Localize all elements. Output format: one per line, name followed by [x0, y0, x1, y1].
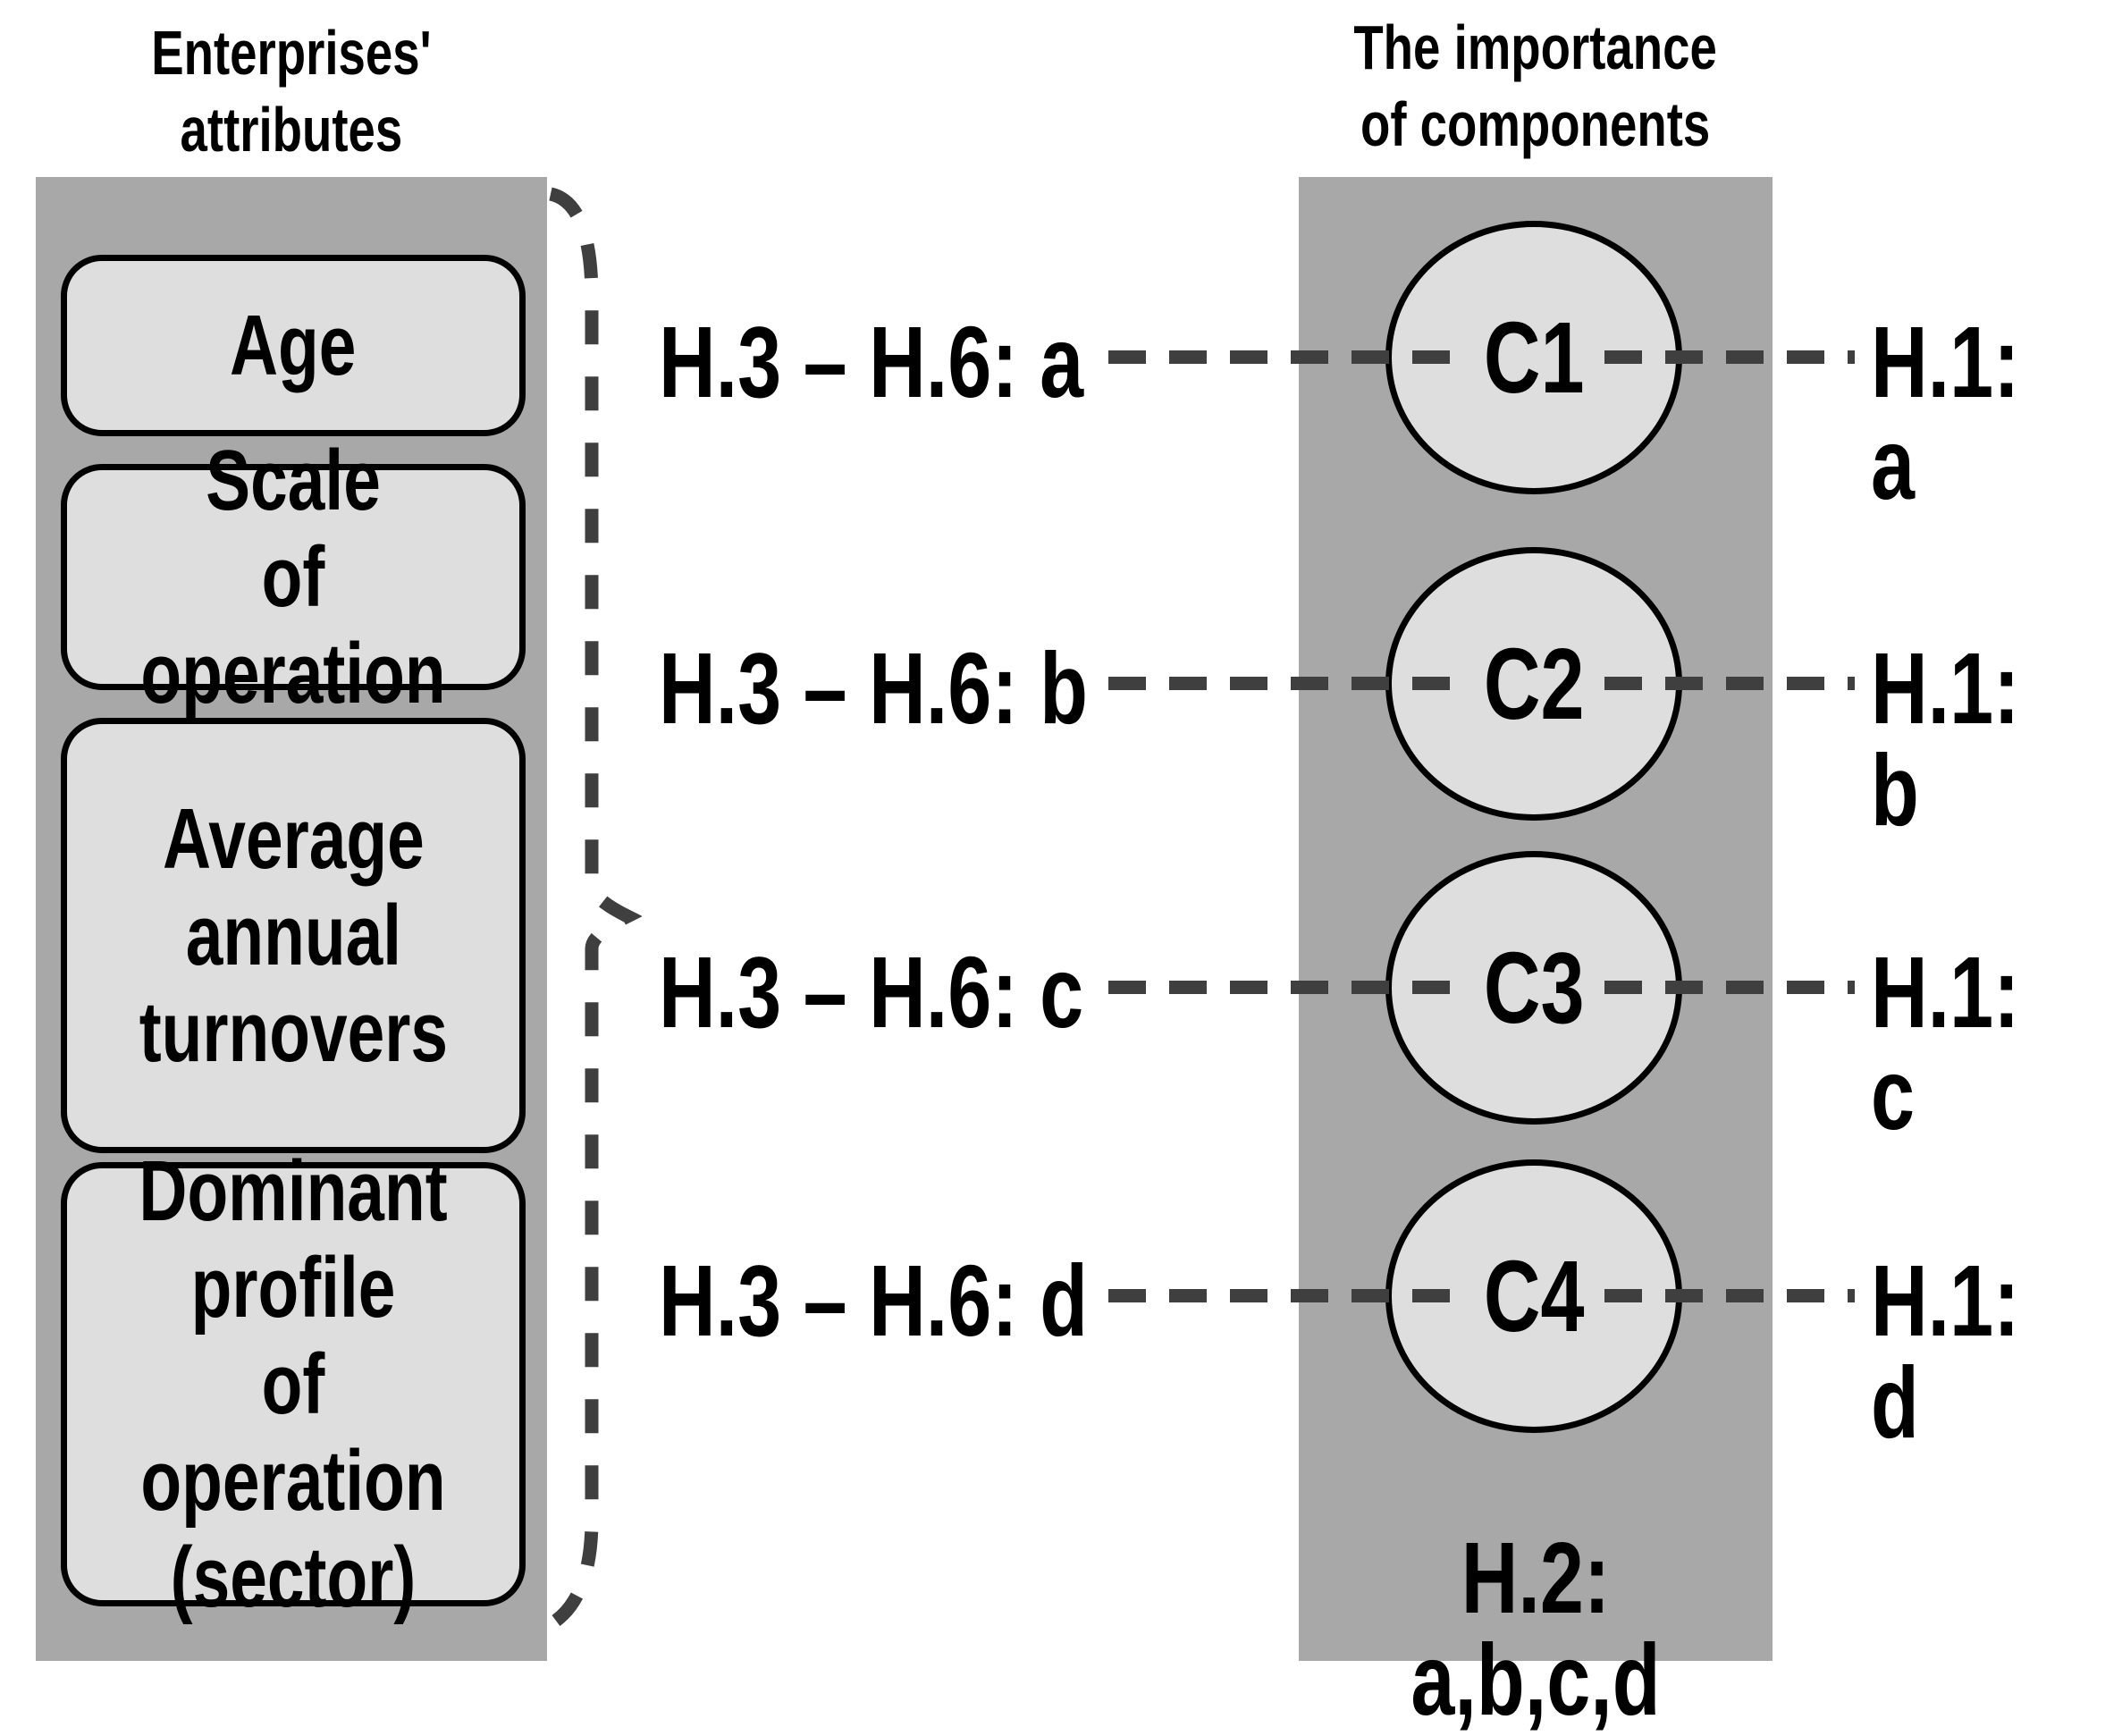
right-column-title: The importance of components: [1281, 9, 1790, 163]
attribute-box-label: Average annual turnovers: [139, 790, 448, 1080]
importance-label-b: H.1: b: [1871, 632, 2020, 847]
dashed-connector-left-b: [1108, 677, 1470, 690]
h2-hypothesis-label: H.2: a,b,c,d: [1410, 1521, 1661, 1736]
hypothesis-label-b: H.3 – H.6: b: [659, 632, 1089, 745]
attribute-box-turnovers: Average annual turnovers: [61, 718, 526, 1153]
component-label: C4: [1483, 1240, 1585, 1353]
attribute-box-label: Scale of operation: [140, 432, 446, 721]
curly-brace-dashed-icon: [548, 187, 642, 1626]
attribute-box-label: Age: [230, 297, 357, 393]
component-label: C2: [1483, 628, 1585, 740]
hypothesis-label-a: H.3 – H.6: a: [659, 306, 1084, 418]
right-column-title-text: The importance of components: [1353, 13, 1718, 159]
left-column-title: Enterprises' attributes: [36, 14, 547, 168]
component-label: C3: [1483, 931, 1585, 1044]
attribute-box-age: Age: [61, 255, 526, 436]
attribute-box-profile: Dominant profile of operation (sector): [61, 1143, 526, 1625]
dashed-connector-left-c: [1108, 981, 1470, 994]
dashed-connector-right-a: [1604, 350, 1855, 364]
hypothesis-label-c: H.3 – H.6: c: [659, 936, 1084, 1049]
dashed-connector-left-d: [1108, 1289, 1470, 1302]
importance-label-c: H.1: c: [1871, 936, 2020, 1150]
importance-label-d: H.1: d: [1871, 1244, 2020, 1459]
dashed-connector-right-c: [1604, 981, 1855, 994]
attribute-box-scale: Scale of operation: [61, 433, 526, 721]
attribute-box-label: Dominant profile of operation (sector): [139, 1142, 448, 1625]
dashed-connector-right-b: [1604, 677, 1855, 690]
hypothesis-label-d: H.3 – H.6: d: [659, 1244, 1089, 1357]
component-label: C1: [1483, 301, 1585, 414]
diagram-root: { "colors": { "panel_gray": "#a8a8a8", "…: [36, 9, 2020, 1731]
dashed-connector-left-a: [1108, 350, 1470, 364]
importance-label-a: H.1: a: [1871, 306, 2020, 520]
left-column-title-text: Enterprises' attributes: [151, 18, 432, 164]
dashed-connector-right-d: [1604, 1289, 1855, 1302]
